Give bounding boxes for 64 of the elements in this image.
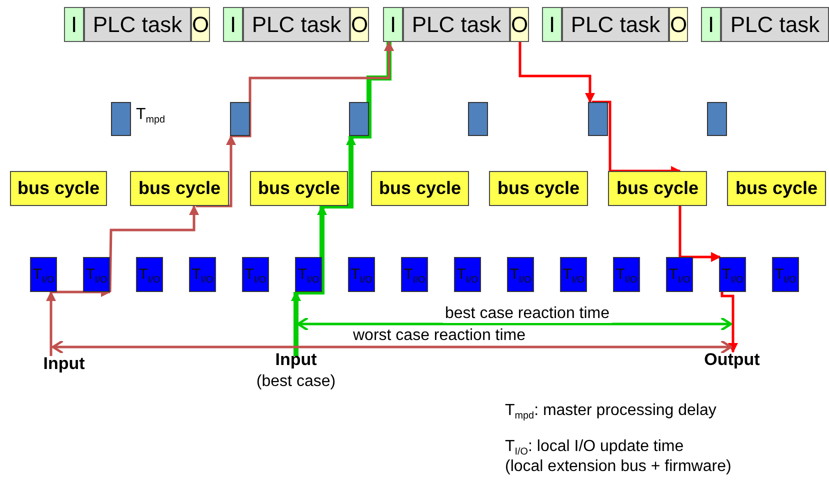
plc-task-segment: PLC task bbox=[243, 7, 350, 42]
arrow bbox=[518, 42, 595, 103]
input-phase-segment: I bbox=[542, 7, 562, 42]
signal-label: Input bbox=[275, 349, 317, 370]
arrow bbox=[291, 291, 301, 356]
arrow bbox=[720, 292, 738, 353]
io-update-block: T$_{I/O}$ bbox=[613, 257, 640, 292]
output-phase-segment: O bbox=[350, 7, 369, 42]
legend-text: (local extension bus + firmware) bbox=[505, 458, 732, 476]
reaction-time-arrow bbox=[52, 340, 732, 354]
io-update-block: T$_{I/O}$ bbox=[83, 257, 110, 292]
edge-label: best case reaction time bbox=[443, 305, 612, 323]
plc-task-segment: PLC task bbox=[84, 7, 191, 42]
bus-cycle-box: bus cycle bbox=[608, 171, 707, 206]
arrow bbox=[351, 41, 394, 138]
delay-block bbox=[707, 102, 727, 136]
io-update-block: T$_{I/O}$ bbox=[189, 257, 216, 292]
io-update-block: T$_{I/O}$ bbox=[560, 257, 587, 292]
bus-cycle-box: bus cycle bbox=[10, 171, 107, 206]
plc-task-segment: PLC task bbox=[403, 7, 510, 42]
output-phase-segment: O bbox=[669, 7, 688, 42]
plc-task-segment: PLC task bbox=[721, 7, 829, 42]
arrow bbox=[297, 205, 327, 294]
io-update-block: T$_{I/O}$ bbox=[348, 257, 375, 292]
arrow bbox=[322, 135, 356, 208]
io-update-block: T$_{I/O}$ bbox=[666, 257, 693, 292]
delay-block bbox=[111, 102, 131, 136]
arrow bbox=[678, 206, 721, 262]
delay-block bbox=[349, 102, 369, 136]
arrow bbox=[108, 205, 199, 292]
arrow bbox=[46, 291, 56, 356]
signal-label: Output bbox=[704, 349, 760, 370]
io-update-block: T$_{I/O}$ bbox=[401, 257, 428, 292]
bus-cycle-box: bus cycle bbox=[371, 171, 469, 206]
output-phase-segment: O bbox=[191, 7, 210, 42]
io-update-block: T$_{I/O}$ bbox=[719, 257, 746, 292]
signal-label: Input bbox=[43, 353, 85, 374]
io-update-block: T$_{I/O}$ bbox=[507, 257, 534, 292]
input-phase-segment: I bbox=[64, 7, 84, 42]
delay-label: T$_{mpd}$ bbox=[136, 106, 166, 124]
input-phase-segment: I bbox=[383, 7, 403, 42]
bus-cycle-box: bus cycle bbox=[489, 171, 588, 206]
io-update-block: T$_{I/O}$ bbox=[772, 257, 799, 292]
legend-text: T$_{mpd}$: master processing delay bbox=[505, 402, 716, 420]
delay-block bbox=[230, 102, 250, 136]
output-phase-segment: O bbox=[510, 7, 529, 42]
delay-block bbox=[588, 102, 608, 136]
arrow bbox=[232, 41, 394, 138]
plc-task-segment: PLC task bbox=[562, 7, 669, 42]
legend-text: T$_{I/O}$: local I/O update time bbox=[505, 438, 684, 456]
input-phase-segment: I bbox=[223, 7, 243, 42]
io-update-block: T$_{I/O}$ bbox=[454, 257, 481, 292]
input-phase-segment: I bbox=[701, 7, 721, 42]
bus-cycle-box: bus cycle bbox=[727, 171, 826, 206]
bus-cycle-box: bus cycle bbox=[250, 171, 348, 206]
io-update-block: T$_{I/O}$ bbox=[30, 257, 57, 292]
delay-block bbox=[468, 102, 488, 136]
arrow bbox=[196, 135, 236, 208]
io-update-block: T$_{I/O}$ bbox=[295, 257, 322, 292]
bus-cycle-box: bus cycle bbox=[130, 171, 229, 206]
io-update-block: T$_{I/O}$ bbox=[136, 257, 163, 292]
io-update-block: T$_{I/O}$ bbox=[242, 257, 269, 292]
reaction-time-arrow bbox=[296, 316, 732, 332]
note-text: (best case) bbox=[256, 373, 336, 391]
